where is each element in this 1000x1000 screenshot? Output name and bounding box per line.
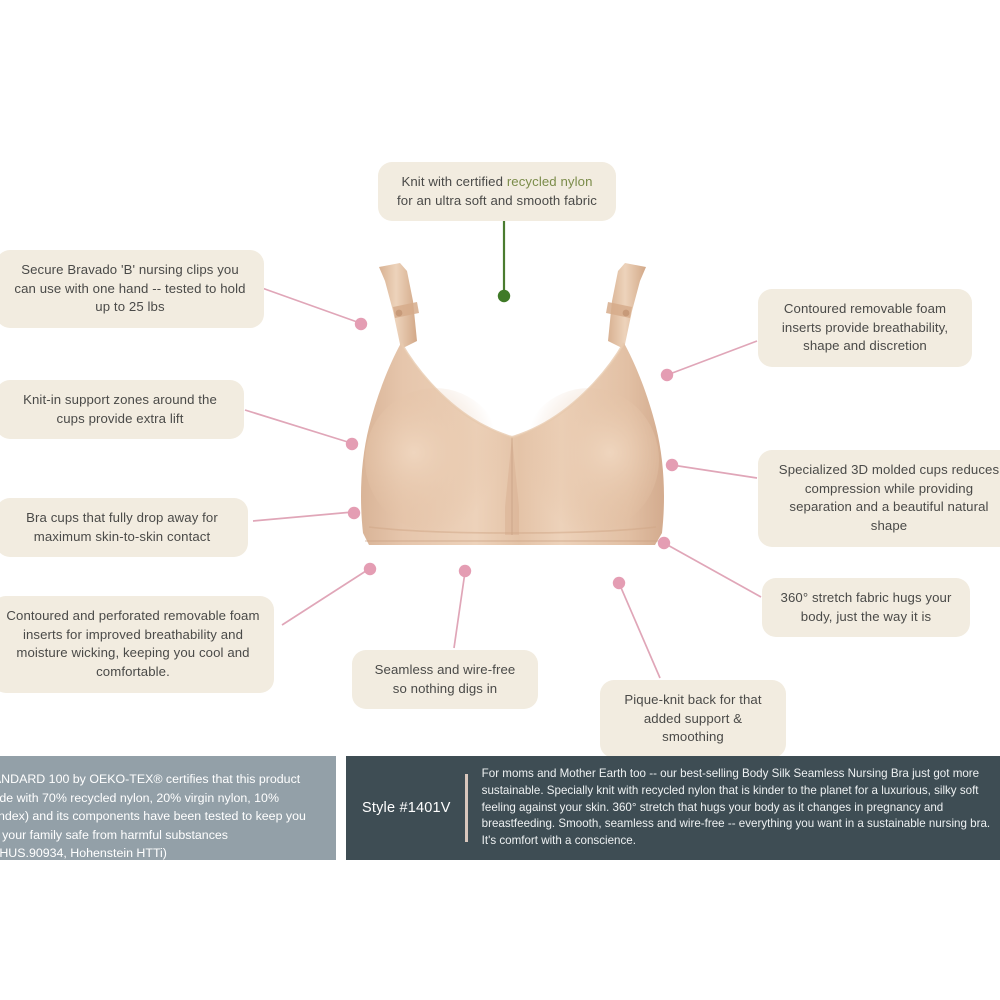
callout-top-post: for an ultra soft and smooth fabric bbox=[397, 192, 597, 208]
callout-support-zones: Knit-in support zones around the cups pr… bbox=[0, 380, 244, 440]
callout-drop-away-cups: Bra cups that fully drop away for maximu… bbox=[0, 498, 248, 558]
callout-seamless-wire-free: Seamless and wire-free so nothing digs i… bbox=[352, 650, 538, 710]
callout-top-highlight: recycled nylon bbox=[506, 174, 593, 189]
callout-pique-knit-back: Pique-knit back for that added support &… bbox=[600, 680, 786, 759]
connector-line-right-2 bbox=[671, 464, 758, 479]
callout-360-stretch-fabric: 360° stretch fabric hugs your body, just… bbox=[762, 578, 970, 638]
vertical-divider bbox=[464, 774, 468, 842]
connector-line-bottom-2 bbox=[618, 582, 661, 679]
bra-cup-left-highlight bbox=[365, 388, 505, 532]
connector-line-left-3 bbox=[252, 511, 354, 522]
connector-line-right-3 bbox=[663, 542, 762, 598]
connector-line-bottom-1 bbox=[453, 571, 466, 649]
callout-nursing-clips: Secure Bravado 'B' nursing clips you can… bbox=[0, 250, 264, 329]
callout-top-pre: Knit with certified bbox=[401, 174, 507, 189]
product-image-nursing-bra bbox=[361, 263, 664, 545]
style-number: Style #1401V bbox=[362, 800, 451, 816]
connector-line-left-4 bbox=[281, 568, 370, 626]
connector-line-left-1 bbox=[261, 287, 361, 324]
style-banner: Style #1401V For moms and Mother Earth t… bbox=[346, 756, 1000, 860]
callout-recycled-nylon: Knit with certified recycled nylon for a… bbox=[378, 162, 616, 222]
connector-line-right-1 bbox=[666, 340, 758, 376]
connector-line-left-2 bbox=[244, 409, 352, 444]
oeko-tex-text: STANDARD 100 by OEKO-TEX® certifies that… bbox=[0, 772, 306, 860]
nursing-clip-left-ring bbox=[395, 309, 403, 317]
callout-perforated-foam-inserts: Contoured and perforated removable foam … bbox=[0, 596, 274, 693]
bottom-banner-row: STANDARD 100 by OEKO-TEX® certifies that… bbox=[0, 756, 1000, 860]
bra-neckline bbox=[399, 342, 626, 439]
nursing-clip-right-ring bbox=[622, 309, 630, 317]
callout-3d-molded-cups: Specialized 3D molded cups reduces compr… bbox=[758, 450, 1000, 547]
connector-dot-bottom-2 bbox=[612, 576, 626, 590]
style-description: For moms and Mother Earth too -- our bes… bbox=[481, 767, 991, 848]
banner-gap bbox=[336, 756, 346, 860]
bra-cup-right-highlight bbox=[519, 388, 659, 532]
bra-underband bbox=[368, 526, 657, 534]
callout-removable-foam-inserts: Contoured removable foam inserts provide… bbox=[758, 289, 972, 368]
oeko-tex-banner: STANDARD 100 by OEKO-TEX® certifies that… bbox=[0, 756, 336, 860]
